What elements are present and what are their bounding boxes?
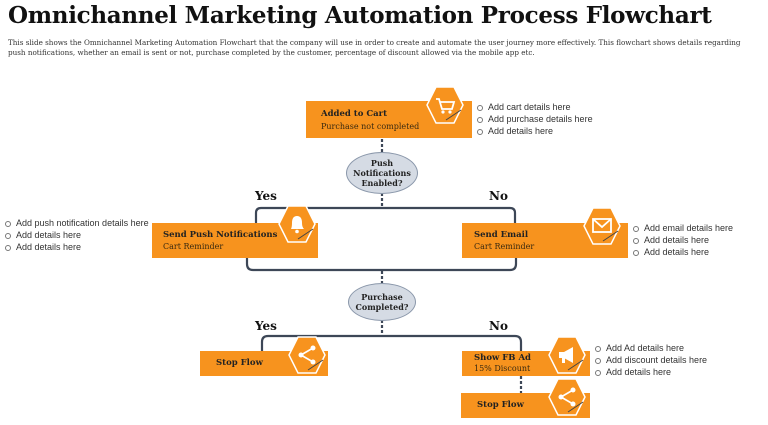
connector-push-branch <box>254 206 517 223</box>
stop-flow-left-title: Stop Flow <box>216 358 263 368</box>
send-email-subtitle: Cart Reminder <box>474 242 535 251</box>
envelope-icon <box>583 207 621 245</box>
share-icon <box>288 336 326 374</box>
cart-details-list: Add cart details here Add purchase detai… <box>476 101 593 137</box>
no-label-lower: No <box>489 319 508 333</box>
push-details-list: Add push notification details here Add d… <box>4 217 149 253</box>
show-fb-ad-title: Show FB Ad <box>474 353 531 363</box>
push-decision-line2: Notifications <box>353 168 411 178</box>
added-to-cart-subtitle: Purchase not completed <box>321 122 420 131</box>
send-push-subtitle: Cart Reminder <box>163 242 224 251</box>
page-title: Omnichannel Marketing Automation Process… <box>8 2 712 29</box>
push-decision-line3: Enabled? <box>361 178 403 188</box>
list-item: Add details here <box>476 125 593 137</box>
list-item: Add details here <box>632 234 733 246</box>
list-item: Add details here <box>594 366 707 378</box>
purchase-completed-decision: Purchase Completed? <box>348 283 416 321</box>
ad-details-list: Add Ad details here Add discount details… <box>594 342 707 378</box>
list-item: Add details here <box>632 246 733 258</box>
push-notifications-decision: Push Notifications Enabled? <box>346 152 418 194</box>
connector-purchase-branch <box>260 334 523 351</box>
purchase-decision-line1: Purchase <box>361 292 403 302</box>
show-fb-ad-subtitle: 15% Discount <box>474 364 531 373</box>
list-item: Add cart details here <box>476 101 593 113</box>
list-item: Add details here <box>4 241 149 253</box>
bell-icon <box>278 205 316 243</box>
share-icon <box>548 378 586 416</box>
purchase-decision-line2: Completed? <box>355 302 409 312</box>
no-label-upper: No <box>489 189 508 203</box>
list-item: Add push notification details here <box>4 217 149 229</box>
list-item: Add Ad details here <box>594 342 707 354</box>
yes-label-lower: Yes <box>255 319 277 333</box>
connector-push-merge <box>245 258 518 272</box>
yes-label-upper: Yes <box>255 189 277 203</box>
send-email-title: Send Email <box>474 230 529 240</box>
send-push-title: Send Push Notifications <box>163 230 278 240</box>
list-item: Add discount details here <box>594 354 707 366</box>
megaphone-icon <box>548 336 586 374</box>
added-to-cart-title: Added to Cart <box>321 109 388 119</box>
list-item: Add email details here <box>632 222 733 234</box>
list-item: Add details here <box>4 229 149 241</box>
list-item: Add purchase details here <box>476 113 593 125</box>
page-subtitle: This slide shows the Omnichannel Marketi… <box>8 38 741 57</box>
email-details-list: Add email details here Add details here … <box>632 222 733 258</box>
shopping-cart-icon <box>426 86 464 124</box>
stop-flow-bottom-title: Stop Flow <box>477 400 524 410</box>
push-decision-line1: Push <box>370 158 394 168</box>
